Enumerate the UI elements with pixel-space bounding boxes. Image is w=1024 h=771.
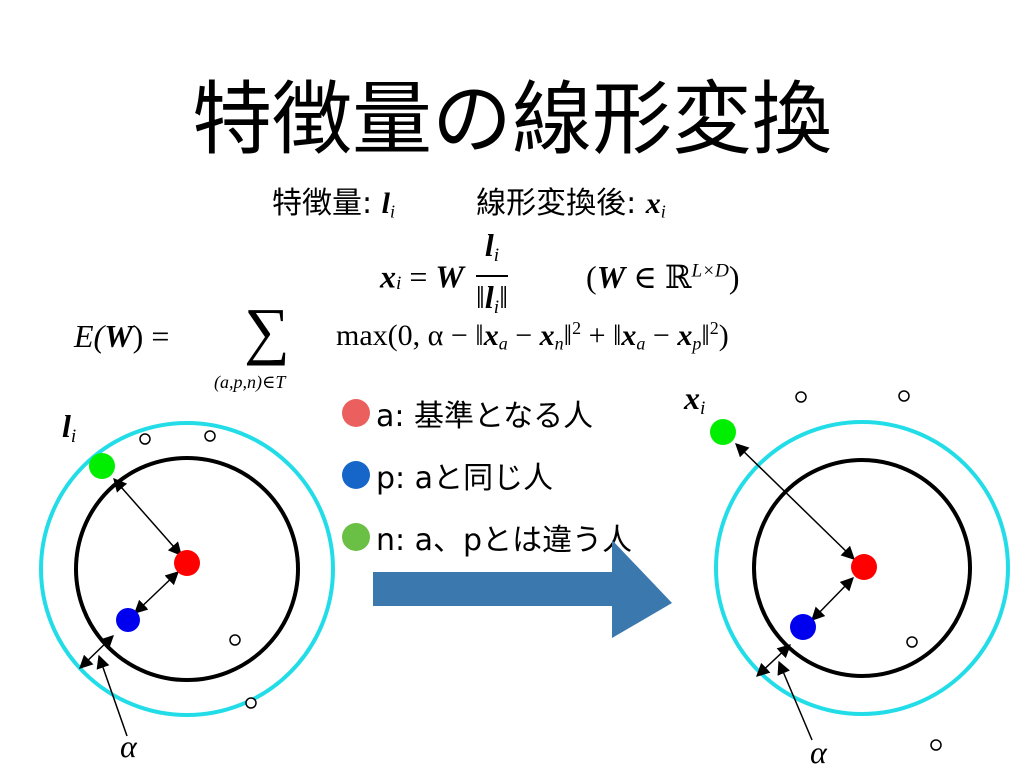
right-positive-point xyxy=(790,614,816,640)
eq2-xp: x xyxy=(677,318,693,352)
eq2-xp-sub: p xyxy=(692,333,702,354)
left-anchor-positive-arrow xyxy=(134,571,179,614)
right-diagram xyxy=(710,390,1010,751)
eq1-num-sub: i xyxy=(493,244,500,266)
eq1-den-open: ‖ xyxy=(475,278,485,315)
legend-dot-anchor xyxy=(342,399,370,427)
legend: a: 基準となる人 p: aと同じ人 n: a、pとは違う人 xyxy=(342,382,632,568)
left-other-point-1 xyxy=(139,433,151,445)
eq2-body-pre: max(0, α − ‖ xyxy=(336,318,484,352)
eq2-xa1-sub: a xyxy=(498,333,508,354)
right-anchor-point xyxy=(851,554,877,580)
legend-item-negative: n: a、pとは違う人 xyxy=(342,506,632,568)
legend-text-anchor: a: 基準となる人 xyxy=(376,399,594,434)
eq1-num: l xyxy=(484,227,494,263)
left-other-point-2 xyxy=(204,430,216,442)
eq2-lhs: E( xyxy=(74,318,105,354)
legend-text-negative: n: a、pとは違う人 xyxy=(376,523,633,558)
transformed-label: 線形変換後: xyxy=(476,186,637,221)
eq1-den-sub: i xyxy=(493,296,500,318)
eq1-equals: = xyxy=(409,258,428,295)
right-margin-arrow xyxy=(756,644,791,677)
feature-sub: i xyxy=(390,201,396,222)
right-other-point-3 xyxy=(906,636,918,648)
feature-symbol: l xyxy=(381,187,390,220)
cond-in: ∈ xyxy=(633,258,657,295)
slide-title: 特徴量の線形変換 xyxy=(192,73,832,166)
right-other-point-1 xyxy=(795,391,807,403)
eq1-lhs: x xyxy=(380,258,396,295)
transform-equation: xi = W li ‖li‖ (W ∈ ℝL×D) xyxy=(380,226,740,328)
left-negative-point xyxy=(89,453,115,479)
cond-sup: L×D xyxy=(691,260,729,282)
left-alpha-pointer xyxy=(96,654,128,737)
cond-open: ( xyxy=(586,258,597,295)
transform-arrow xyxy=(373,540,672,638)
right-anchor-negative-arrow xyxy=(735,443,855,560)
legend-dot-positive xyxy=(342,461,370,489)
eq2-sup1: 2 xyxy=(572,318,582,338)
alpha-label-right: α xyxy=(810,734,827,770)
feature-label: 特徴量: xyxy=(272,186,373,221)
cond-close: ) xyxy=(728,258,740,295)
left-margin-circle xyxy=(39,421,335,717)
eq1-den-sym: l xyxy=(484,278,494,315)
eq2-w: W xyxy=(104,318,133,354)
eq2-xa1: x xyxy=(483,318,499,352)
right-anchor-positive-arrow xyxy=(811,577,854,621)
eq1-matrix-w: W xyxy=(435,258,464,295)
right-margin-circle xyxy=(714,420,1010,716)
left-other-point-4 xyxy=(245,697,257,709)
eq2-norm1: ‖ xyxy=(563,318,573,352)
eq1-condition: (W ∈ ℝL×D) xyxy=(586,259,740,295)
legend-item-anchor: a: 基準となる人 xyxy=(342,382,632,444)
legend-dot-negative xyxy=(342,523,370,551)
transformed-sub: i xyxy=(660,201,666,222)
left-inner-circle xyxy=(74,456,300,682)
right-other-point-4 xyxy=(930,739,942,751)
left-space-sub: i xyxy=(70,425,77,447)
legend-item-positive: p: aと同じ人 xyxy=(342,444,632,506)
eq2-sup2: 2 xyxy=(709,318,719,338)
cond-real: ℝ xyxy=(664,258,692,295)
transformed-symbol: x xyxy=(645,187,661,220)
eq1-lhs-sub: i xyxy=(396,272,402,294)
right-space-symbol: x xyxy=(684,380,700,416)
eq2-plus: + ‖ xyxy=(581,318,622,352)
left-anchor-negative-arrow xyxy=(113,477,182,557)
cond-w: W xyxy=(596,258,626,295)
eq2-xa2-sub: a xyxy=(636,333,646,354)
eq2-xn: x xyxy=(539,318,555,352)
sum-symbol: ∑ xyxy=(244,295,290,366)
eq2-minus1: − xyxy=(507,318,540,352)
right-negative-point xyxy=(710,419,736,445)
eq2-norm2: ‖ xyxy=(701,318,710,352)
right-space-label: xi xyxy=(684,380,705,420)
eq2-xa2: x xyxy=(621,318,637,352)
legend-text-positive: p: aと同じ人 xyxy=(376,461,554,496)
eq2-lhs-close: ) = xyxy=(132,318,170,354)
left-margin-arrow xyxy=(79,635,114,669)
right-other-point-2 xyxy=(898,390,910,402)
definition-line: 特徴量: li 線形変換後: xi xyxy=(272,178,666,223)
eq2-xn-sub: n xyxy=(554,333,564,354)
left-space-symbol: l xyxy=(62,408,71,444)
left-diagram xyxy=(39,421,335,737)
left-other-point-3 xyxy=(229,634,241,646)
left-space-label: li xyxy=(62,408,76,448)
sum-subscript: (a,p,n)∈T xyxy=(214,372,286,392)
eq1-fraction: li ‖li‖ xyxy=(475,226,509,328)
loss-equation: E(W) = xyxy=(74,318,169,355)
right-space-sub: i xyxy=(700,397,706,419)
eq1-den-close: ‖ xyxy=(499,278,509,315)
right-inner-circle xyxy=(752,458,972,678)
right-alpha-pointer xyxy=(777,660,813,741)
loss-body: max(0, α − ‖xa − xn‖2 + ‖xa − xp‖2) xyxy=(336,318,729,354)
eq2-minus2: − xyxy=(645,318,678,352)
alpha-label-left: α xyxy=(120,728,137,764)
eq2-close: ) xyxy=(718,318,729,352)
left-positive-point xyxy=(116,608,140,632)
left-anchor-point xyxy=(174,550,200,576)
